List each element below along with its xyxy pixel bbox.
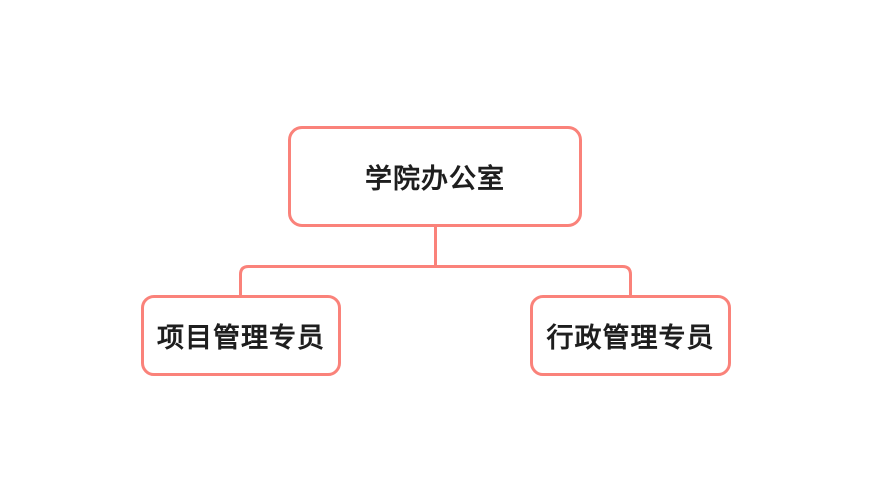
org-node-root[interactable]: 学院办公室 [288, 126, 582, 227]
org-node-child-right-label: 行政管理专员 [546, 323, 715, 353]
org-node-child-right[interactable]: 行政管理专员 [530, 295, 731, 376]
org-node-child-left-label: 项目管理专员 [157, 323, 325, 353]
org-node-child-left[interactable]: 项目管理专员 [141, 295, 341, 376]
org-node-root-label: 学院办公室 [365, 164, 505, 194]
connector-children-bracket [239, 265, 632, 296]
